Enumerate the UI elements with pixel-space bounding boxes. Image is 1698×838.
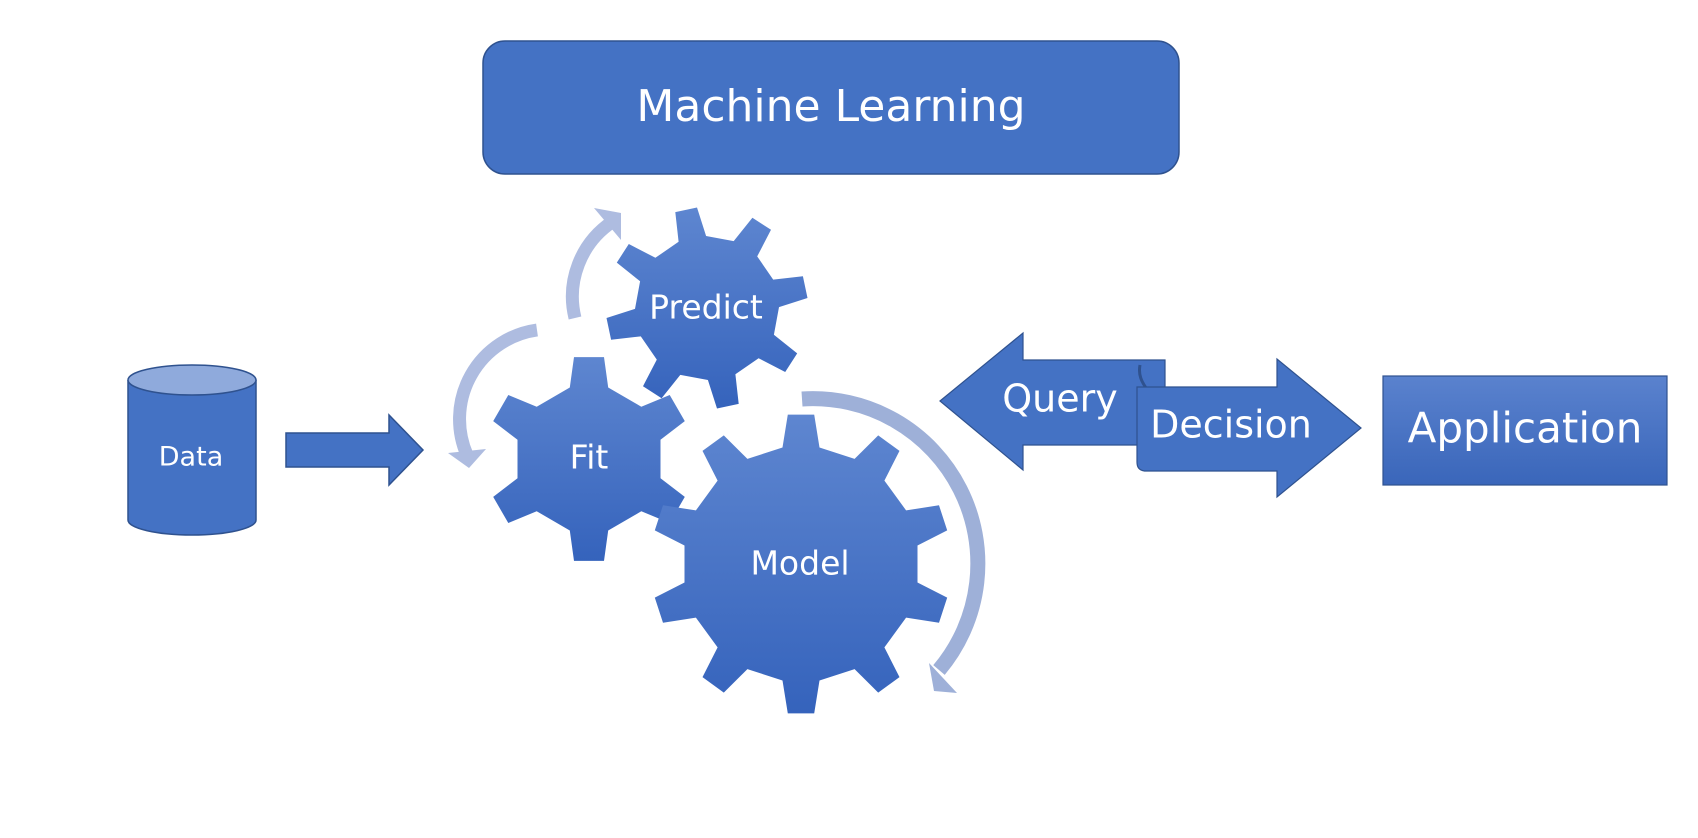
query-arrow: Query	[939, 331, 1166, 472]
cycle-arrow-predict	[565, 208, 621, 320]
gear-fit-shape	[493, 357, 685, 561]
decision-arrow: Decision	[1136, 357, 1362, 499]
predict-label: Predict	[649, 288, 763, 327]
cycle-arrow-model	[801, 391, 986, 693]
title-box: Machine Learning	[482, 40, 1180, 175]
data-cylinder: Data	[127, 364, 257, 536]
model-label: Model	[750, 544, 849, 583]
gear-model-shape	[654, 414, 948, 714]
gear-icon-predict: Predict	[606, 207, 808, 409]
title-text: Machine Learning	[636, 81, 1025, 132]
gear-predict-shape	[606, 207, 808, 409]
fit-label: Fit	[570, 438, 609, 477]
gear-icon-fit: Fit	[493, 357, 685, 561]
decision-label: Decision	[1150, 403, 1312, 447]
cycle-arrow-fit	[448, 323, 539, 468]
application-label: Application	[1408, 404, 1643, 453]
data-to-fit-arrow	[285, 413, 425, 487]
gear-icon-model: Model	[654, 414, 948, 714]
data-label: Data	[159, 442, 223, 473]
query-label: Query	[1002, 377, 1117, 421]
application-box: Application	[1382, 375, 1668, 486]
